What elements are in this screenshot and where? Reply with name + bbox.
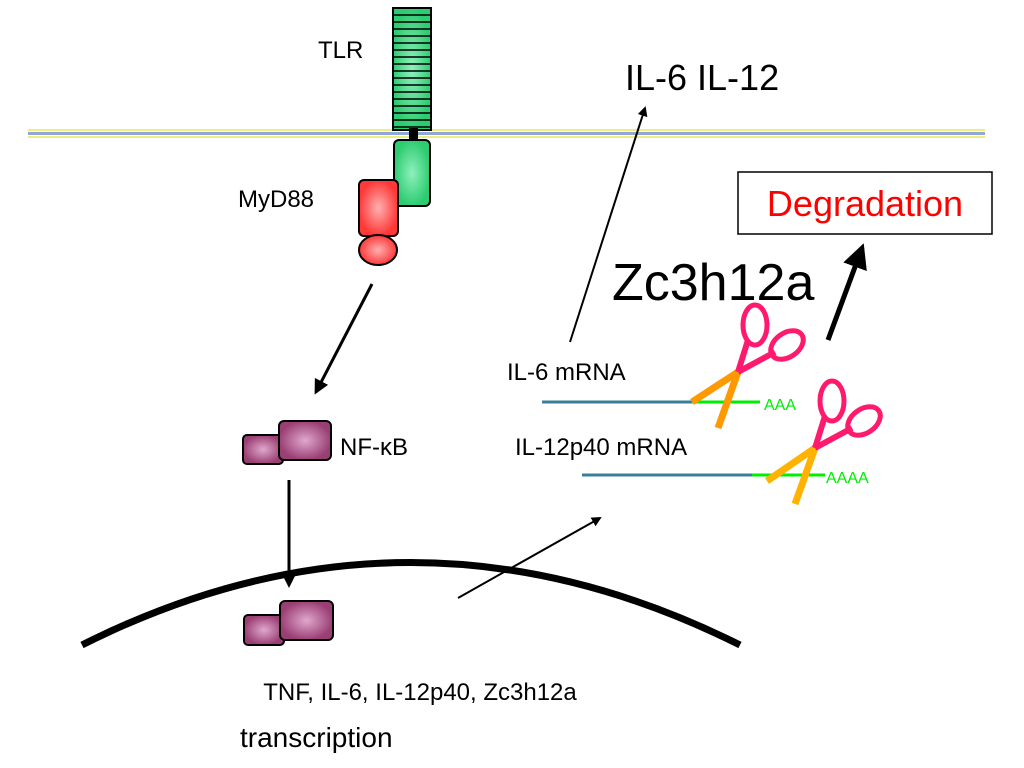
- degradation-label: Degradation: [767, 183, 963, 224]
- scissors-icon: [765, 378, 883, 506]
- translation-arrow: [569, 106, 648, 343]
- degradation-arrow: [825, 243, 867, 341]
- myd88-protein: [358, 179, 399, 266]
- degradation-box: [737, 171, 993, 235]
- target-genes-label: TNF, IL-6, IL-12p40, Zc3h12a: [263, 679, 577, 706]
- activation-arrow: [314, 283, 374, 395]
- nfkb-complex: [242, 420, 332, 465]
- nfkb-label: NF-κB: [340, 434, 408, 461]
- scissors-icon: [690, 302, 806, 430]
- myd88-label: MyD88: [238, 186, 314, 213]
- cell-membrane: [28, 129, 985, 138]
- transcription-label: transcription: [240, 722, 393, 753]
- tlr-label: TLR: [318, 37, 363, 64]
- il12-polya-label: AAAA: [826, 470, 869, 487]
- zc3h12a-label: Zc3h12a: [612, 254, 814, 312]
- nuclear-membrane: [80, 559, 742, 649]
- nuclear-nfkb-complex: [243, 600, 334, 646]
- cytokines-label: IL-6 IL-12: [625, 57, 779, 98]
- tlr-receptor: [392, 7, 432, 207]
- il12-mrna-label: IL-12p40 mRNA: [515, 434, 687, 461]
- il6-mrna-label: IL-6 mRNA: [507, 359, 626, 386]
- export-arrow: [457, 517, 602, 599]
- il6-polya-label: AAA: [764, 397, 796, 414]
